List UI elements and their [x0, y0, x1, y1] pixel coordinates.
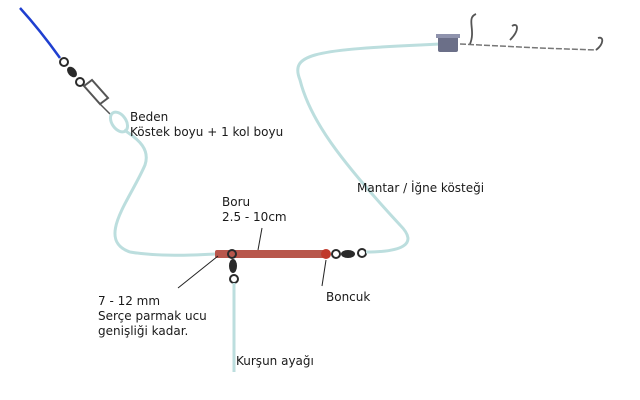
tube-pointer [257, 227, 263, 251]
snap-clip-icon [82, 78, 111, 115]
sinker-label: Kurşun ayağı [236, 354, 314, 369]
main-line [19, 7, 62, 59]
tube [215, 250, 325, 258]
body-title: Beden [130, 110, 169, 124]
float-icon [436, 34, 460, 52]
right-swivel-icon [331, 248, 367, 259]
hook-icon [469, 13, 604, 51]
sinker-swivel-icon [227, 249, 239, 284]
tube-label: Boru 2.5 - 10cm [222, 195, 287, 225]
leader-label: Mantar / İğne kösteği [357, 181, 484, 196]
gap-size: 7 - 12 mm [98, 294, 161, 308]
leader-text: Mantar / İğne kösteği [357, 181, 485, 195]
bead-text: Boncuk [326, 290, 371, 304]
tube-title: Boru [222, 195, 251, 209]
leader-extension [459, 43, 597, 51]
body-label: Beden Köstek boyu + 1 kol boyu [130, 110, 283, 140]
leader-line [296, 42, 441, 254]
bead-pointer [321, 259, 327, 287]
bead-label: Boncuk [326, 290, 370, 305]
sinker-text: Kurşun ayağı [236, 354, 314, 368]
bead [321, 249, 331, 259]
gap-pointer [177, 255, 219, 289]
top-swivel-icon [59, 57, 85, 87]
gap-label: 7 - 12 mm Serçe parmak ucu genişliği kad… [98, 294, 207, 339]
body-line [113, 128, 216, 257]
body-detail: Köstek boyu + 1 kol boyu [130, 125, 284, 139]
gap-note-1: Serçe parmak ucu [98, 309, 207, 323]
gap-note-2: genişliği kadar. [98, 324, 189, 338]
tube-size: 2.5 - 10cm [222, 210, 287, 224]
